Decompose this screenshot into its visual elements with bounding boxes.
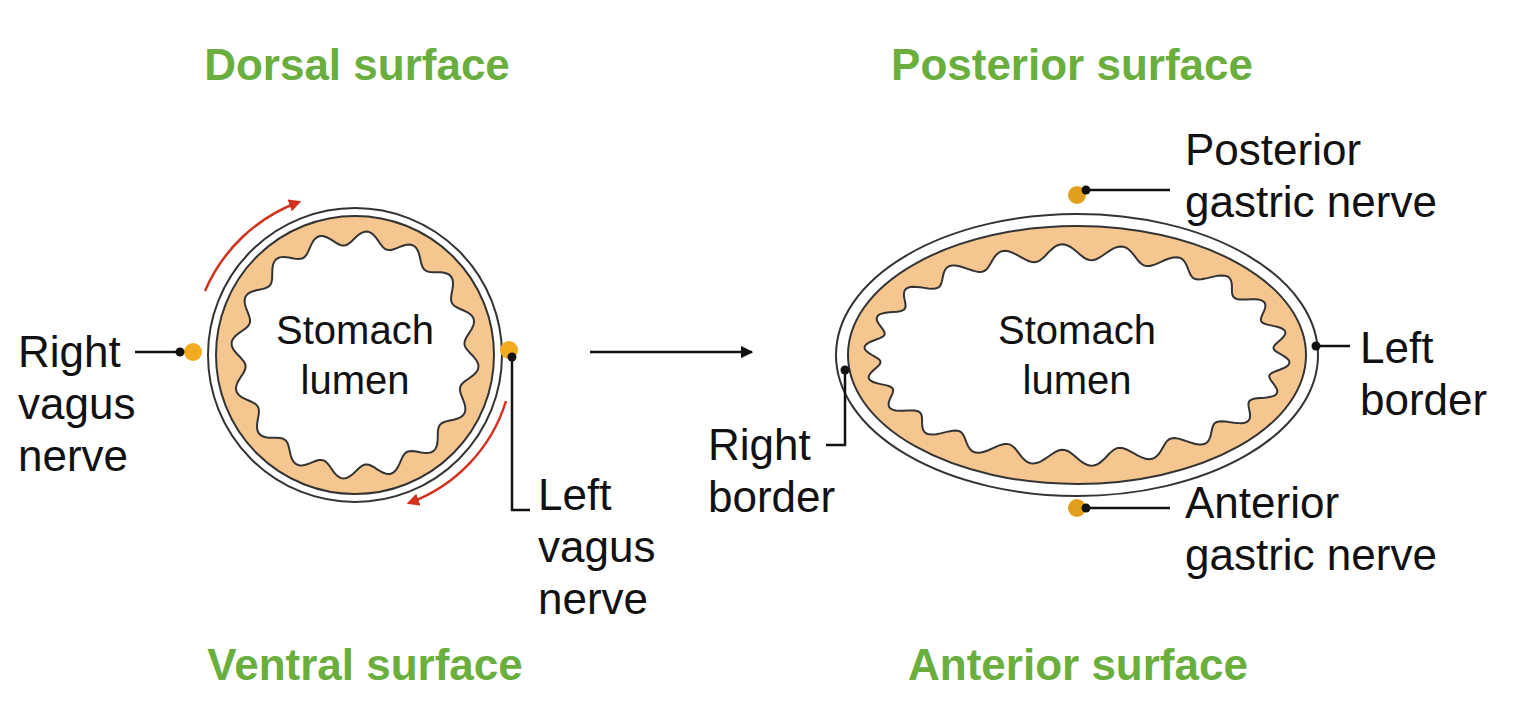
leader-dot [176, 348, 185, 357]
stomach-outline [835, 213, 1319, 497]
leader-line [1086, 507, 1170, 510]
serosa-layer [836, 214, 1318, 496]
serosa-layer [208, 208, 502, 502]
leader-line [826, 370, 845, 445]
stomach-wall [848, 226, 1306, 484]
surface-heading: Ventral surface [65, 639, 665, 691]
lumen-label: Stomach lumen [270, 305, 440, 405]
lumen-label: Stomach lumen [992, 305, 1162, 405]
leader-line [1316, 345, 1350, 348]
leader-dot [841, 366, 850, 375]
part-label: Left border [1360, 322, 1510, 426]
surface-heading: Dorsal surface [57, 39, 657, 91]
part-label: Right border [708, 419, 858, 523]
rotation-arrow [409, 401, 506, 503]
surface-heading: Posterior surface [772, 39, 1372, 91]
nerve-dot [184, 343, 202, 361]
stomach-wall [216, 216, 494, 494]
leader-dot [1082, 186, 1091, 195]
mucosa-folds [232, 232, 479, 479]
mucosa-folds [865, 244, 1290, 465]
leader-line [512, 357, 530, 510]
nerve-dot [1068, 186, 1086, 204]
nerve-dot [500, 341, 518, 359]
stomach-outline [207, 207, 503, 503]
leader-dot [1312, 342, 1321, 351]
leader-dot [1082, 504, 1091, 513]
nerve-dot [1068, 499, 1086, 517]
stomach-section: Stomach lumen [835, 213, 1319, 497]
leader-dot [508, 353, 517, 362]
leader-line [1086, 189, 1170, 192]
part-label: Left vagus nerve [538, 469, 688, 625]
leader-line [135, 351, 180, 354]
part-label: Posterior gastric nerve [1185, 124, 1455, 228]
part-label: Anterior gastric nerve [1185, 477, 1455, 581]
transition-arrow [590, 351, 752, 354]
stomach-section: Stomach lumen [207, 207, 503, 503]
part-label: Right vagus nerve [18, 326, 168, 482]
surface-heading: Anterior surface [778, 639, 1378, 691]
rotation-arrow [205, 202, 299, 291]
